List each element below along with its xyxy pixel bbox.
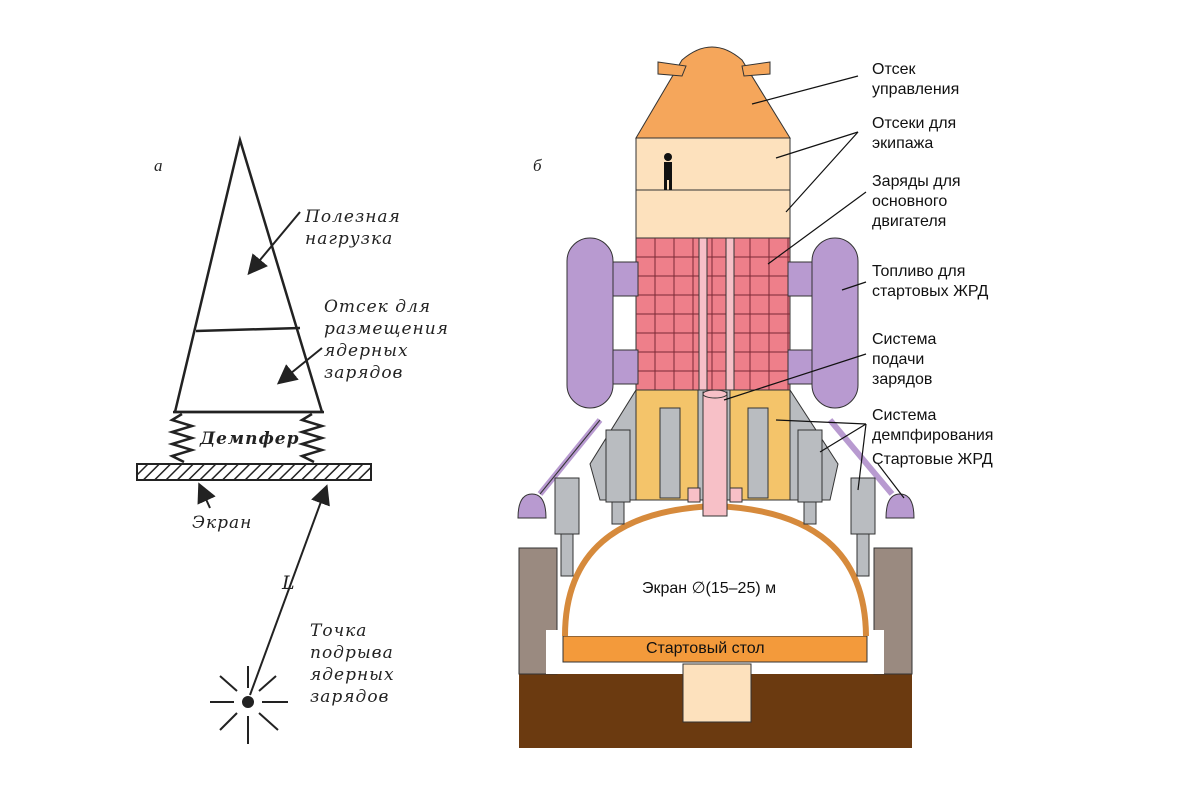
engine-right-outer [850, 477, 876, 535]
panel-letter-b: б [533, 156, 542, 175]
sketch-label-screen: Экран [192, 513, 253, 533]
callout-fuel: Топливо для стартовых ЖРД [872, 263, 989, 300]
callout-lines [723, 75, 905, 499]
callout-main-engine-charges: Заряды для основного двигателя [872, 173, 961, 230]
foot-right [885, 493, 915, 519]
sketch-label-damper: Демпфер [200, 429, 300, 449]
fuel-tank-right [811, 237, 859, 409]
feed-channel-right [725, 237, 735, 391]
crew-compartment-lower [635, 189, 791, 239]
callout-control-compartment: Отсек управления [872, 61, 960, 98]
callout-launch-engines: Стартовые ЖРД [872, 451, 993, 468]
feed-tube [702, 391, 728, 517]
sketch-label-payload: Полезная нагрузка [305, 207, 401, 249]
engine-left-outer [554, 477, 580, 535]
callout-crew-compartments: Отсеки для экипажа [872, 115, 957, 152]
sketch-label-distance: L [282, 572, 296, 594]
sketch-label-charges-compartment: Отсек для размещения ядерных зарядов [324, 297, 449, 383]
person-icon [664, 153, 672, 190]
nose-cone [635, 46, 791, 139]
crew-compartment-upper [635, 137, 791, 191]
screen-dome [562, 502, 869, 637]
sketch-spring-right [297, 412, 327, 464]
callout-damping-system: Система демпфирования [872, 407, 994, 444]
engine-left-inner [605, 429, 631, 503]
launch-table-label: Стартовый стол [646, 640, 765, 657]
feed-channel-left [698, 237, 708, 391]
callout-feed-system: Система подачи зарядов [872, 331, 937, 388]
sketch-spring-left [167, 412, 197, 464]
sketch-cone-divider [195, 326, 301, 333]
pad-pedestal [682, 663, 752, 723]
sketch-label-detonation-point: Точка подрыва ядерных зарядов [310, 621, 395, 707]
fuel-tank-left [566, 237, 614, 409]
foot-left [517, 493, 547, 519]
engine-right-inner [797, 429, 823, 503]
panel-letter-a: а [154, 156, 163, 175]
launch-table-shape [562, 635, 868, 663]
sketch-screen-plate [136, 463, 372, 481]
sketch-burst [210, 666, 288, 744]
screen-label: Экран ∅(15–25) м [642, 580, 777, 597]
